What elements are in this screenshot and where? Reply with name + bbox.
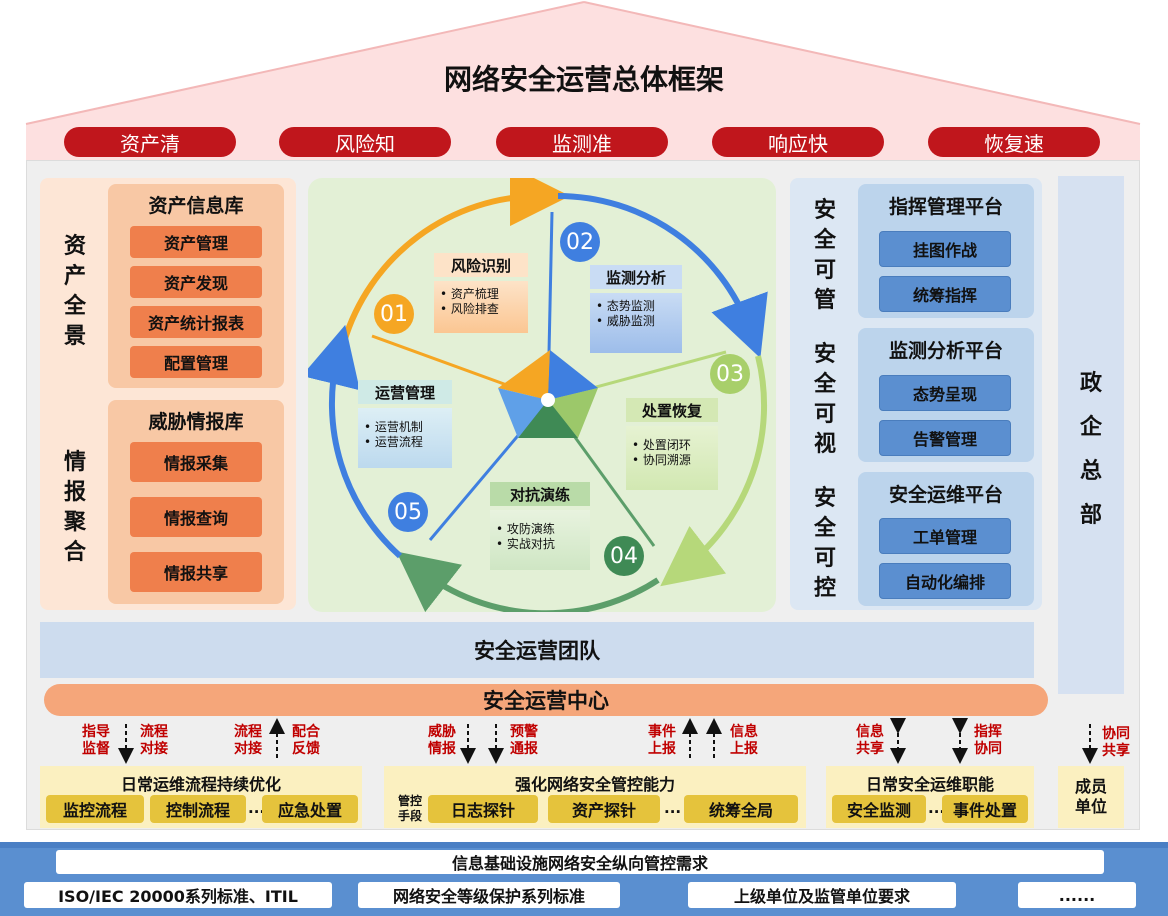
asset-item-button[interactable]: 资产统计报表 — [130, 306, 262, 338]
stage-item: 运营机制 — [364, 420, 446, 435]
flow-label: 指挥协同 — [974, 724, 1002, 757]
asset-item-button[interactable]: 资产管理 — [130, 226, 262, 258]
stage-card-drill: 对抗演练 攻防演练 实战对抗 — [490, 482, 590, 570]
flow-label: 指导监督 — [82, 724, 110, 757]
base-requirement: 信息基础设施网络安全纵向管控需求 — [56, 850, 1104, 874]
asset-library-title: 资产信息库 — [148, 194, 244, 217]
stage-card-risk: 风险识别 资产梳理 风险排查 — [434, 253, 528, 333]
roof — [25, 1, 1141, 160]
base-standard: 网络安全等级保护系列标准 — [358, 882, 620, 908]
stage-items: 资产梳理 风险排查 — [434, 281, 528, 333]
platform-title: 监测分析平台 — [888, 339, 1003, 362]
stage-number: 01 — [374, 294, 414, 334]
intel-item-button[interactable]: 情报共享 — [130, 552, 262, 592]
flow-label: 威胁情报 — [428, 724, 456, 757]
ellipsis: ... — [248, 799, 266, 817]
stage-items: 攻防演练 实战对抗 — [490, 510, 590, 570]
stage-item: 实战对抗 — [496, 537, 584, 552]
stage-card-recovery: 处置恢复 处置闭环 协同溯源 — [626, 398, 718, 490]
stage-number: 03 — [710, 354, 750, 394]
stage-title: 风险识别 — [434, 253, 528, 277]
member-units: 成员单位 — [1058, 766, 1124, 828]
stage-title: 监测分析 — [590, 265, 682, 289]
base-standard: 上级单位及监管单位要求 — [688, 882, 956, 908]
stage-items: 态势监测 威胁监测 — [590, 293, 682, 353]
stage-card-monitor: 监测分析 态势监测 威胁监测 — [590, 265, 682, 353]
control-capability-title: 强化网络安全管控能力 — [514, 775, 675, 794]
ellipsis: ... — [928, 799, 946, 817]
stage-number: 05 — [388, 492, 428, 532]
base-top-edge — [0, 842, 1168, 848]
stage-item: 态势监测 — [596, 299, 676, 314]
platform-title: 指挥管理平台 — [888, 195, 1003, 218]
stage-title: 处置恢复 — [626, 398, 718, 422]
ops-optimization-title: 日常运维流程持续优化 — [120, 775, 281, 794]
stage-item: 协同溯源 — [632, 453, 712, 468]
asset-item-button[interactable]: 资产发现 — [130, 266, 262, 298]
control-tag: 管控手段 — [397, 794, 422, 823]
probe-button[interactable]: 统筹全局 — [684, 795, 798, 823]
probe-button[interactable]: 日志探针 — [428, 795, 538, 823]
flow-label: 信息共享 — [856, 724, 884, 757]
process-button[interactable]: 控制流程 — [150, 795, 246, 823]
stage-title: 对抗演练 — [490, 482, 590, 506]
side-label-control: 安全可控 — [813, 486, 836, 601]
base-standard: ISO/IEC 20000系列标准、ITIL — [24, 882, 332, 908]
page-title: 网络安全运营总体框架 — [443, 63, 724, 96]
side-label-intel: 情报聚合 — [63, 450, 86, 565]
goal-pill: 监测准 — [496, 127, 668, 157]
intel-item-button[interactable]: 情报查询 — [130, 497, 262, 537]
stage-item: 攻防演练 — [496, 522, 584, 537]
stage-number: 02 — [560, 222, 600, 262]
platform-item-button[interactable]: 自动化编排 — [879, 563, 1011, 599]
intel-item-button[interactable]: 情报采集 — [130, 442, 262, 482]
process-button[interactable]: 监控流程 — [46, 795, 144, 823]
stage-item: 运营流程 — [364, 435, 446, 450]
stage-item: 资产梳理 — [440, 287, 522, 302]
flow-label: 协同共享 — [1102, 726, 1130, 759]
platform-item-button[interactable]: 告警管理 — [879, 420, 1011, 456]
flow-arrows — [118, 718, 1098, 764]
security-team: 安全运营团队 — [40, 622, 1034, 678]
flow-label: 信息上报 — [730, 724, 758, 757]
platform-item-button[interactable]: 工单管理 — [879, 518, 1011, 554]
goal-pill: 恢复速 — [928, 127, 1100, 157]
stage-items: 处置闭环 协同溯源 — [626, 426, 718, 490]
gov-label: 政企总部 — [1079, 371, 1102, 528]
stage-item: 威胁监测 — [596, 314, 676, 329]
flow-label: 配合反馈 — [292, 724, 320, 757]
flow-label: 流程对接 — [234, 724, 262, 757]
gov-headquarters — [1058, 176, 1124, 694]
asset-item-button[interactable]: 配置管理 — [130, 346, 262, 378]
security-operations-center: 安全运营中心 — [44, 684, 1048, 716]
flow-label: 流程对接 — [140, 724, 168, 757]
side-label-manage: 安全可管 — [813, 198, 836, 313]
goal-pill: 响应快 — [712, 127, 884, 157]
side-label-visible: 安全可视 — [813, 342, 836, 457]
platform-title: 安全运维平台 — [888, 483, 1003, 506]
stage-items: 运营机制 运营流程 — [358, 408, 452, 468]
stage-title: 运营管理 — [358, 380, 452, 404]
platform-item-button[interactable]: 态势呈现 — [879, 375, 1011, 411]
ellipsis: ... — [664, 799, 682, 817]
stage-card-operation: 运营管理 运营机制 运营流程 — [358, 380, 452, 468]
duty-button[interactable]: 事件处置 — [942, 795, 1028, 823]
stage-item: 处置闭环 — [632, 438, 712, 453]
flow-label: 事件上报 — [648, 724, 676, 757]
platform-item-button[interactable]: 挂图作战 — [879, 231, 1011, 267]
goal-pill: 风险知 — [279, 127, 451, 157]
side-label-asset: 资产全景 — [63, 234, 86, 349]
daily-duty-title: 日常安全运维职能 — [865, 775, 994, 794]
duty-button[interactable]: 安全监测 — [832, 795, 926, 823]
stage-number: 04 — [604, 536, 644, 576]
stage-item: 风险排查 — [440, 302, 522, 317]
operations-wheel — [308, 178, 768, 612]
probe-button[interactable]: 资产探针 — [548, 795, 660, 823]
threat-library-title: 威胁情报库 — [148, 410, 244, 433]
goal-pill: 资产清 — [64, 127, 236, 157]
platform-item-button[interactable]: 统筹指挥 — [879, 276, 1011, 312]
base-standard: ...... — [1018, 882, 1136, 908]
flow-label: 预警通报 — [510, 724, 538, 757]
process-button[interactable]: 应急处置 — [262, 795, 358, 823]
